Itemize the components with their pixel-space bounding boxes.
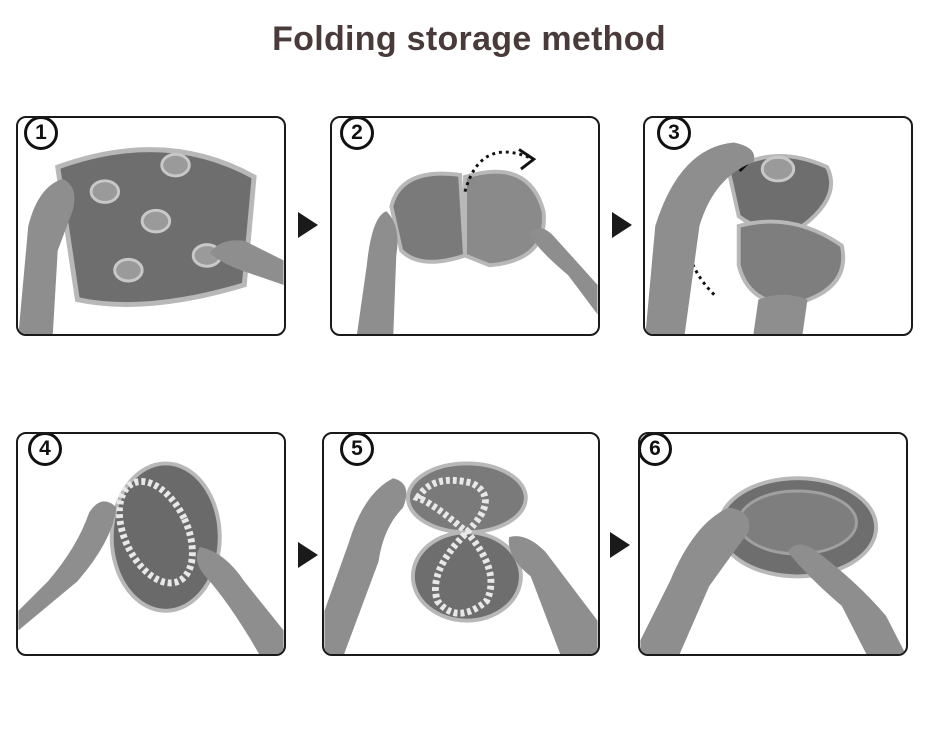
step-3-panel: 3 (643, 116, 913, 336)
step-5-panel: 5 (322, 432, 600, 656)
step-4-illustration (18, 461, 284, 654)
step-1-number-badge: 1 (24, 118, 58, 150)
step-2-illustration (357, 148, 598, 334)
step-3-number-badge: 3 (657, 118, 691, 150)
step-6-illustration (640, 476, 906, 654)
arrow-2-to-3-icon (612, 212, 632, 238)
arrow-5-to-6-icon (610, 532, 630, 558)
step-5-illustration (324, 461, 598, 654)
step-6-panel: 6 (638, 432, 908, 656)
step-4-panel: 4 (16, 432, 286, 656)
arrow-1-to-2-icon (298, 212, 318, 238)
step-4-number-badge: 4 (28, 434, 62, 466)
step-2-panel: 2 (330, 116, 600, 336)
step-1-panel: 1 (16, 116, 286, 336)
arrow-4-to-5-icon (298, 542, 318, 568)
step-6-number-badge: 6 (640, 434, 672, 466)
step-3-illustration (645, 142, 846, 334)
step-1-illustration (18, 147, 284, 334)
step-5-number-badge: 5 (340, 434, 374, 466)
page-title: Folding storage method (272, 20, 666, 58)
step-2-number-badge: 2 (340, 118, 374, 150)
